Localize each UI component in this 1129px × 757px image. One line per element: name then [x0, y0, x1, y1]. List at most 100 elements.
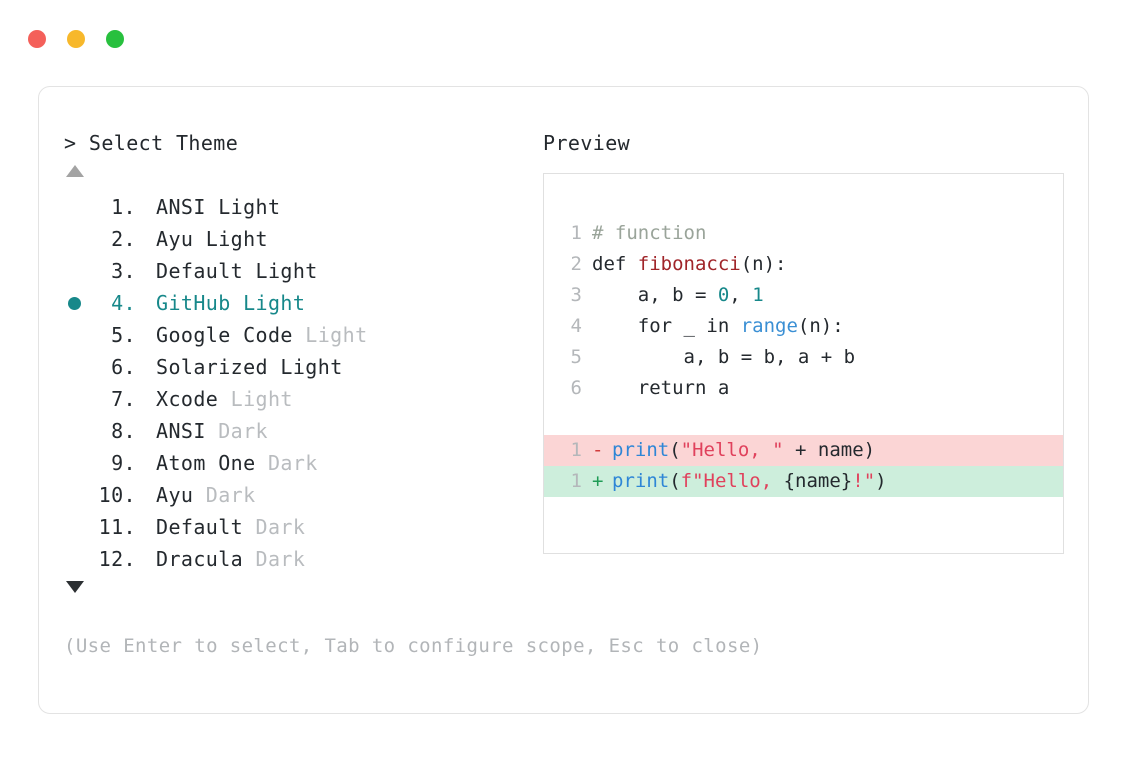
theme-item-number: 12.	[98, 547, 136, 571]
code-token: # function	[592, 222, 707, 244]
line-number: 1	[570, 222, 582, 244]
code-token: 1	[752, 284, 764, 306]
theme-list-item[interactable]: 2. Ayu Light	[64, 223, 534, 255]
scroll-up-icon[interactable]	[66, 165, 84, 177]
theme-item-gap	[136, 511, 156, 543]
theme-item-name: Ayu	[156, 227, 194, 251]
theme-item-name: Default	[156, 259, 244, 283]
line-number: 1	[570, 470, 582, 492]
code-token: (n):	[797, 315, 844, 337]
theme-list-item[interactable]: 11. Default Dark	[64, 511, 534, 543]
theme-item-variant: Light	[292, 323, 368, 347]
theme-item-number: 7.	[111, 387, 136, 411]
code-token: f"Hello,	[680, 470, 784, 492]
line-number: 6	[570, 377, 582, 399]
selection-bullet-slot	[64, 296, 94, 310]
theme-item-gap	[136, 447, 156, 479]
theme-item-name: ANSI	[156, 195, 206, 219]
code-token: (	[669, 470, 681, 492]
theme-item-number: 1.	[111, 195, 136, 219]
code-token: return a	[592, 377, 730, 399]
theme-item-name: Solarized	[156, 355, 268, 379]
scroll-down-icon[interactable]	[66, 581, 84, 593]
code-token: print	[612, 470, 670, 492]
minimize-button[interactable]	[67, 30, 85, 48]
code-token: !"	[852, 470, 876, 492]
code-token: 0	[717, 284, 730, 306]
code-token: for _ in	[592, 315, 741, 337]
theme-item-gap	[136, 223, 156, 255]
theme-item-number: 3.	[111, 259, 136, 283]
theme-item-name: ANSI	[156, 419, 206, 443]
theme-item-gap	[136, 351, 156, 383]
code-token: (	[669, 439, 681, 461]
theme-list-item[interactable]: 9. Atom One Dark	[64, 447, 534, 479]
code-token: fibonacci	[637, 253, 741, 275]
diff-block: 1-print("Hello, " + name)1+print(f"Hello…	[544, 435, 1063, 497]
theme-item-number: 4.	[111, 291, 136, 315]
theme-item-name: Google Code	[156, 323, 293, 347]
code-token: (n):	[740, 253, 787, 275]
close-button[interactable]	[28, 30, 46, 48]
theme-item-number: 5.	[111, 323, 136, 347]
theme-list-item[interactable]: 3. Default Light	[64, 255, 534, 287]
theme-item-name: Default	[156, 515, 244, 539]
diff-marker: +	[592, 470, 604, 492]
theme-item-gap	[136, 383, 156, 415]
theme-item-variant: Light	[205, 195, 281, 219]
selection-bullet-icon	[68, 296, 81, 310]
theme-item-number: 2.	[111, 227, 136, 251]
code-spacer	[544, 404, 1063, 435]
diff-line: 1 + print(f"Hello, {name}!")	[544, 466, 1063, 497]
theme-item-name: Ayu	[156, 483, 194, 507]
theme-list-item[interactable]: 5. Google Code Light	[64, 319, 534, 351]
code-line: 6 return a	[544, 373, 1063, 404]
preview-label: Preview	[543, 131, 631, 155]
theme-list-item[interactable]: 7. Xcode Light	[64, 383, 534, 415]
theme-item-number: 11.	[98, 515, 136, 539]
window-traffic-lights	[28, 30, 124, 48]
code-token: )	[875, 470, 887, 492]
theme-list-item[interactable]: 1. ANSI Light	[64, 191, 534, 223]
theme-item-gap	[136, 479, 156, 511]
keyboard-hint: (Use Enter to select, Tab to configure s…	[64, 635, 763, 657]
theme-item-variant: Dark	[193, 483, 256, 507]
theme-item-number: 10.	[98, 483, 136, 507]
theme-list-item[interactable]: 4. GitHub Light	[64, 287, 534, 319]
theme-list-item[interactable]: 6. Solarized Light	[64, 351, 534, 383]
theme-list-item[interactable]: 10. Ayu Dark	[64, 479, 534, 511]
theme-list-item[interactable]: 12. Dracula Dark	[64, 543, 534, 575]
theme-item-gap	[136, 287, 156, 319]
code-token: "Hello, "	[680, 439, 784, 461]
code-token: range	[740, 315, 798, 337]
theme-item-variant: Dark	[205, 419, 268, 443]
theme-item-gap	[136, 255, 156, 287]
theme-item-name: GitHub	[156, 291, 231, 315]
theme-list-item[interactable]: 8. ANSI Dark	[64, 415, 534, 447]
theme-item-number: 8.	[111, 419, 136, 443]
code-token: {name}	[783, 470, 853, 492]
code-token: a, b =	[592, 284, 718, 306]
theme-item-variant: Light	[243, 259, 318, 283]
code-token: a, b = b, a + b	[592, 346, 856, 368]
theme-item-variant: Light	[230, 291, 306, 315]
diff-marker: -	[592, 439, 604, 461]
theme-item-gap	[136, 543, 156, 575]
code-line: 5 a, b = b, a + b	[544, 342, 1063, 373]
theme-item-gap	[136, 415, 156, 447]
theme-item-variant: Light	[193, 227, 268, 251]
maximize-button[interactable]	[106, 30, 124, 48]
code-line: 1 # function	[544, 218, 1063, 249]
diff-line: 1-print("Hello, " + name)	[544, 435, 1063, 466]
theme-item-name: Dracula	[156, 547, 244, 571]
theme-item-number: 9.	[111, 451, 136, 475]
theme-item-variant: Dark	[243, 515, 306, 539]
theme-item-number: 6.	[111, 355, 136, 379]
